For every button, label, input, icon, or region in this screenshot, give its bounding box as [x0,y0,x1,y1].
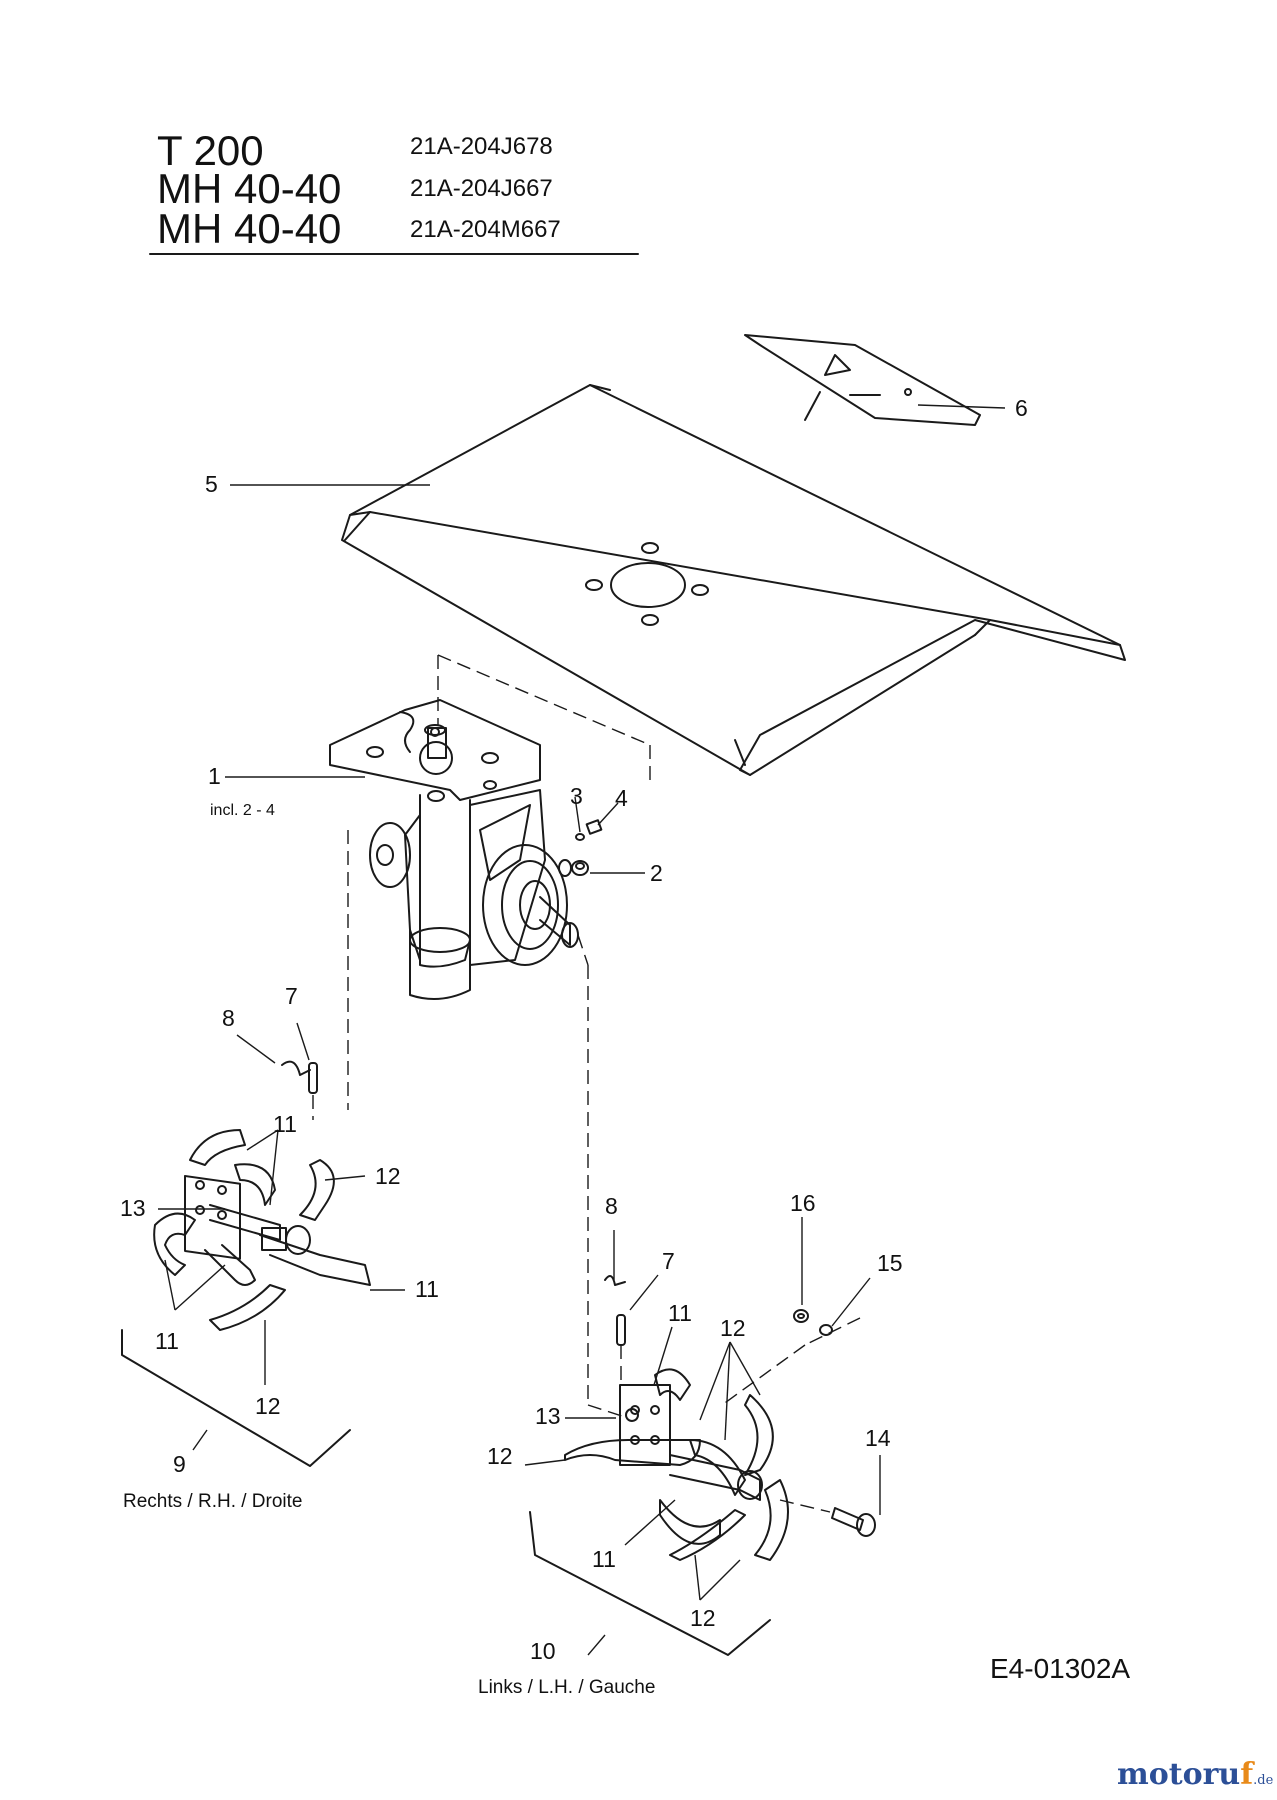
bracket-assembly-10 [529,1511,771,1656]
part-7-pin-a [308,1062,318,1094]
callout-1: 1 [208,763,221,789]
part-16-nut [793,1309,809,1323]
callout-16: 16 [790,1190,816,1216]
callout-15: 15 [877,1250,903,1276]
part-8-clip-b [604,1275,626,1286]
model-name: MH 40-40 [157,205,342,252]
part-8-clip-a [281,1060,311,1076]
callout-12: 12 [487,1443,513,1469]
part-15-lockwasher [819,1324,833,1336]
callout-2: 2 [650,860,663,886]
model-name: MH 40-40 [157,165,342,212]
part-2-plug [571,860,589,876]
part-6-decal [744,334,981,426]
part-4-screw [585,819,603,835]
callout-4: 4 [615,785,628,811]
callout-1-note: incl. 2 - 4 [210,802,275,819]
callout-11: 11 [668,1300,692,1326]
callout-14: 14 [865,1425,891,1451]
callout-8: 8 [222,1005,235,1031]
part-1-gearbox [329,699,579,1000]
callout-13: 13 [120,1195,146,1221]
callout-9: 9 [173,1451,186,1477]
callout-7: 7 [662,1248,675,1274]
watermark-logo: motoruf.de [1117,1760,1273,1790]
model-name: T 200 [157,127,264,174]
callout-7: 7 [285,983,298,1009]
part-3-washer [575,833,585,841]
callout-11: 11 [592,1546,616,1572]
side-label-right-hand: Rechts / R.H. / Droite [123,1491,303,1512]
callout-3: 3 [570,783,583,809]
callout-12: 12 [720,1315,746,1341]
callout-12: 12 [375,1163,401,1189]
part-7-pin-b [616,1314,626,1346]
bracket-assembly-9 [121,1329,351,1467]
part-14-bolt [831,1507,876,1537]
callout-11: 11 [273,1111,297,1137]
watermark-accent: f [1240,1757,1254,1792]
callout-13: 13 [535,1403,561,1429]
callout-12: 12 [255,1393,281,1419]
watermark-tld: .de [1253,1773,1274,1788]
side-label-left-hand: Links / L.H. / Gauche [478,1677,656,1698]
callout-6: 6 [1015,395,1028,421]
part-5-hood [341,384,1126,776]
callout-8: 8 [605,1193,618,1219]
model-code: 21A-204J667 [410,175,553,202]
watermark-main: motoru [1117,1757,1241,1792]
callout-12: 12 [690,1605,716,1631]
tine-assembly-left-hand [564,1368,789,1561]
model-code: 21A-204J678 [410,133,553,160]
tine-assembly-right-hand [153,1129,371,1331]
drawing-reference-number: E4-01302A [990,1653,1131,1684]
callout-11: 11 [415,1276,439,1302]
callout-10: 10 [530,1638,556,1664]
model-code: 21A-204M667 [410,216,561,243]
callout-5: 5 [205,471,218,497]
callout-11: 11 [155,1328,179,1354]
